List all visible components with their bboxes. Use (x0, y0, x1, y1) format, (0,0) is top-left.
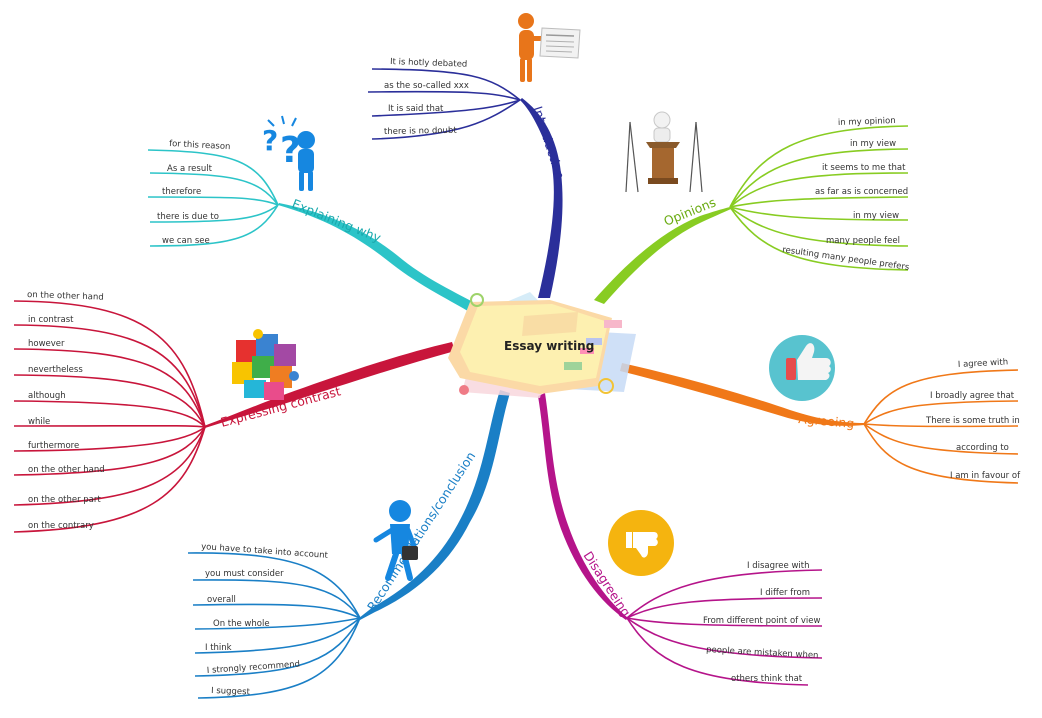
branch-introduction[interactable] (520, 98, 563, 298)
branch-contrast[interactable] (204, 342, 455, 428)
opinions-item-2[interactable]: in my view (850, 139, 896, 149)
agreeing-item-4[interactable]: according to (956, 443, 1009, 453)
intro-item-2[interactable]: as the so-called xxx (384, 81, 469, 91)
agreeing-item-1[interactable]: I agree with (958, 357, 1009, 370)
agreeing-label[interactable]: Agreeing (798, 411, 855, 431)
recommendations-items: you have to take into account you must c… (201, 542, 329, 697)
branch-opinions[interactable] (594, 207, 731, 304)
opinions-items: in my opinion in my view it seems to me … (782, 116, 911, 273)
explaining-sub-branches (147, 149, 279, 247)
agreeing-item-2[interactable]: I broadly agree that (930, 391, 1015, 401)
recommendations-item-4[interactable]: On the whole (213, 619, 270, 629)
explaining-item-5[interactable]: we can see (162, 236, 210, 246)
thumbs-down-icon (608, 510, 674, 576)
explaining-item-3[interactable]: therefore (162, 187, 201, 197)
disagreeing-item-3[interactable]: From different point of view (703, 616, 820, 626)
intro-sub-branches (367, 68, 521, 140)
contrast-item-8[interactable]: on the other hand (28, 465, 105, 475)
contrast-item-2[interactable]: in contrast (28, 315, 74, 325)
intro-item-3[interactable]: It is said that (388, 104, 444, 114)
disagreeing-items: I disagree with I differ from From diffe… (703, 561, 820, 684)
explaining-label[interactable]: Explaining why (290, 196, 384, 246)
recommendations-sub-branches (187, 552, 361, 699)
svg-text:?: ? (262, 124, 278, 157)
svg-text:?: ? (280, 130, 301, 171)
main-branches (204, 98, 864, 620)
agreeing-items: I agree with I broadly agree that There … (925, 357, 1021, 481)
agreeing-sub-branches (863, 369, 1019, 484)
contrast-item-1[interactable]: on the other hand (27, 290, 104, 303)
contrast-item-10[interactable]: on the contrary (28, 521, 94, 531)
intro-item-1[interactable]: It is hotly debated (390, 57, 468, 70)
contrast-item-3[interactable]: however (28, 339, 65, 349)
contrast-item-6[interactable]: while (28, 417, 50, 427)
intro-items: It is hotly debated as the so-called xxx… (384, 57, 469, 137)
businessman-with-briefcase-icon (373, 500, 418, 581)
presenter-with-newspaper-icon (518, 13, 581, 82)
opinions-sub-branches (729, 125, 909, 271)
explaining-item-2[interactable]: As a result (167, 164, 213, 174)
puzzle-pieces-icon (232, 329, 299, 400)
recommendations-item-3[interactable]: overall (207, 595, 236, 605)
disagreeing-sub-branches (626, 569, 823, 686)
introduction-label[interactable]: Introduction (530, 104, 568, 181)
speaker-at-podium-icon (625, 111, 703, 193)
contrast-items: on the other hand in contrast however ne… (27, 290, 105, 531)
question-figure-icon: ? ? (262, 115, 315, 191)
contrast-item-4[interactable]: nevertheless (28, 365, 83, 375)
intro-item-4[interactable]: there is no doubt (384, 126, 458, 137)
disagreeing-item-5[interactable]: others think that (731, 674, 803, 684)
disagreeing-item-1[interactable]: I disagree with (747, 561, 810, 571)
agreeing-item-3[interactable]: There is some truth in (925, 416, 1020, 426)
opinions-item-6[interactable]: many people feel (826, 236, 900, 246)
opinions-item-5[interactable]: in my view (853, 211, 899, 221)
agreeing-item-5[interactable]: I am in favour of (950, 471, 1021, 481)
central-node[interactable]: Essay writing (448, 292, 636, 398)
contrast-item-9[interactable]: on the other part (28, 495, 101, 505)
recommendations-item-5[interactable]: I think (205, 643, 232, 653)
branch-disagreeing[interactable] (538, 393, 628, 620)
opinions-item-3[interactable]: it seems to me that (822, 163, 906, 173)
disagreeing-item-2[interactable]: I differ from (760, 588, 810, 598)
explaining-item-4[interactable]: there is due to (157, 212, 219, 222)
thumbs-up-icon (769, 335, 835, 401)
branch-explaining[interactable] (278, 203, 486, 317)
branch-agreeing[interactable] (620, 363, 864, 426)
explaining-item-1[interactable]: for this reason (169, 139, 231, 152)
central-title: Essay writing (504, 339, 594, 353)
opinions-item-1[interactable]: in my opinion (838, 116, 896, 128)
opinions-item-7[interactable]: resulting many people prefers (782, 245, 911, 273)
contrast-item-7[interactable]: furthermore (28, 441, 79, 451)
recommendations-item-2[interactable]: you must consider (205, 569, 284, 579)
contrast-item-5[interactable]: although (28, 391, 66, 401)
contrast-sub-branches (13, 300, 206, 533)
disagreeing-item-4[interactable]: people are mistaken when (706, 645, 819, 661)
recommendations-item-1[interactable]: you have to take into account (201, 542, 329, 561)
explaining-items: for this reason As a result therefore th… (157, 139, 231, 246)
recommendations-item-7[interactable]: I suggest (211, 686, 251, 697)
opinions-item-4[interactable]: as far as is concerned (815, 187, 908, 197)
branch-recommendations[interactable] (359, 390, 510, 620)
